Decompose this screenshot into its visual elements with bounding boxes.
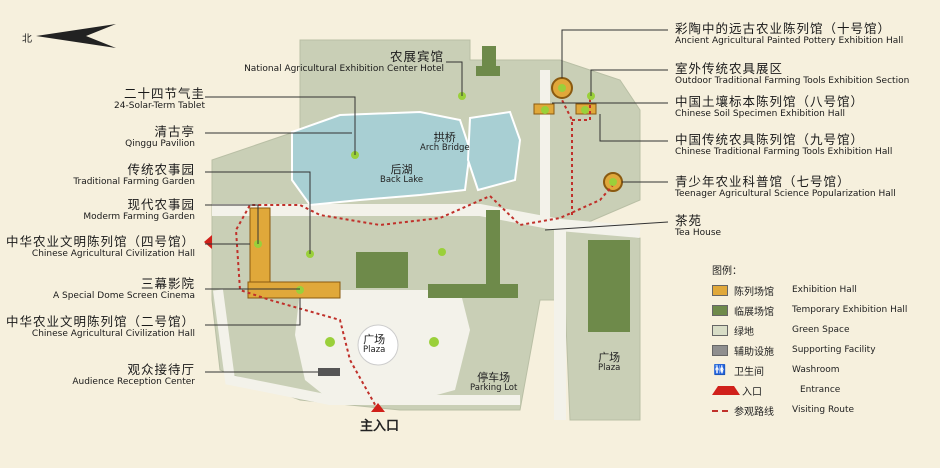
visiting-route xyxy=(234,98,614,411)
entrance-arrow-icon xyxy=(712,385,740,395)
south-road xyxy=(213,289,520,405)
label-hall2: 中华农业文明陈列馆（二号馆）Chinese Agricultural Civil… xyxy=(5,314,195,340)
west-entrance-arrow xyxy=(204,235,212,249)
washroom-icon: 🚻 xyxy=(713,364,727,376)
temp-hall-east xyxy=(428,284,518,298)
reception-building xyxy=(318,368,340,376)
label-hall4: 中华农业文明陈列馆（四号馆）Chinese Agricultural Civil… xyxy=(5,234,195,260)
hall2-building xyxy=(247,281,341,299)
north-arrow-icon xyxy=(36,24,116,48)
north-label: 北 xyxy=(22,34,32,45)
label-hall10: 彩陶中的远古农业陈列馆（十号馆）Ancient Agricultural Pai… xyxy=(675,21,904,47)
legend-swatch-exhibition xyxy=(712,284,728,296)
temp-hall-right-plaza xyxy=(588,240,630,332)
main-road xyxy=(212,204,641,238)
temp-hall-east-wing xyxy=(486,210,500,290)
label-hall9: 中国传统农具陈列馆（九号馆）Chinese Traditional Farmin… xyxy=(675,132,893,158)
hall4-building xyxy=(249,207,271,291)
temp-hall-center xyxy=(356,252,408,288)
route-line-icon xyxy=(712,409,728,412)
east-lake xyxy=(466,110,522,192)
legend-swatch-facility xyxy=(712,344,728,356)
back-lake xyxy=(291,110,472,207)
label-hall7: 青少年农业科普馆（七号馆）Teenager Agricultural Scien… xyxy=(675,174,896,200)
label-hall8: 中国土壤标本陈列馆（八号馆）Chinese Soil Specimen Exhi… xyxy=(675,94,865,120)
callout-lines xyxy=(205,29,669,373)
main-entrance-label: 主入口 xyxy=(360,419,400,434)
legend-swatch-temporary xyxy=(712,304,728,316)
main-entrance-arrow xyxy=(371,403,385,412)
legend-title: 图例： xyxy=(712,266,742,277)
legend-swatch-green xyxy=(712,324,728,336)
